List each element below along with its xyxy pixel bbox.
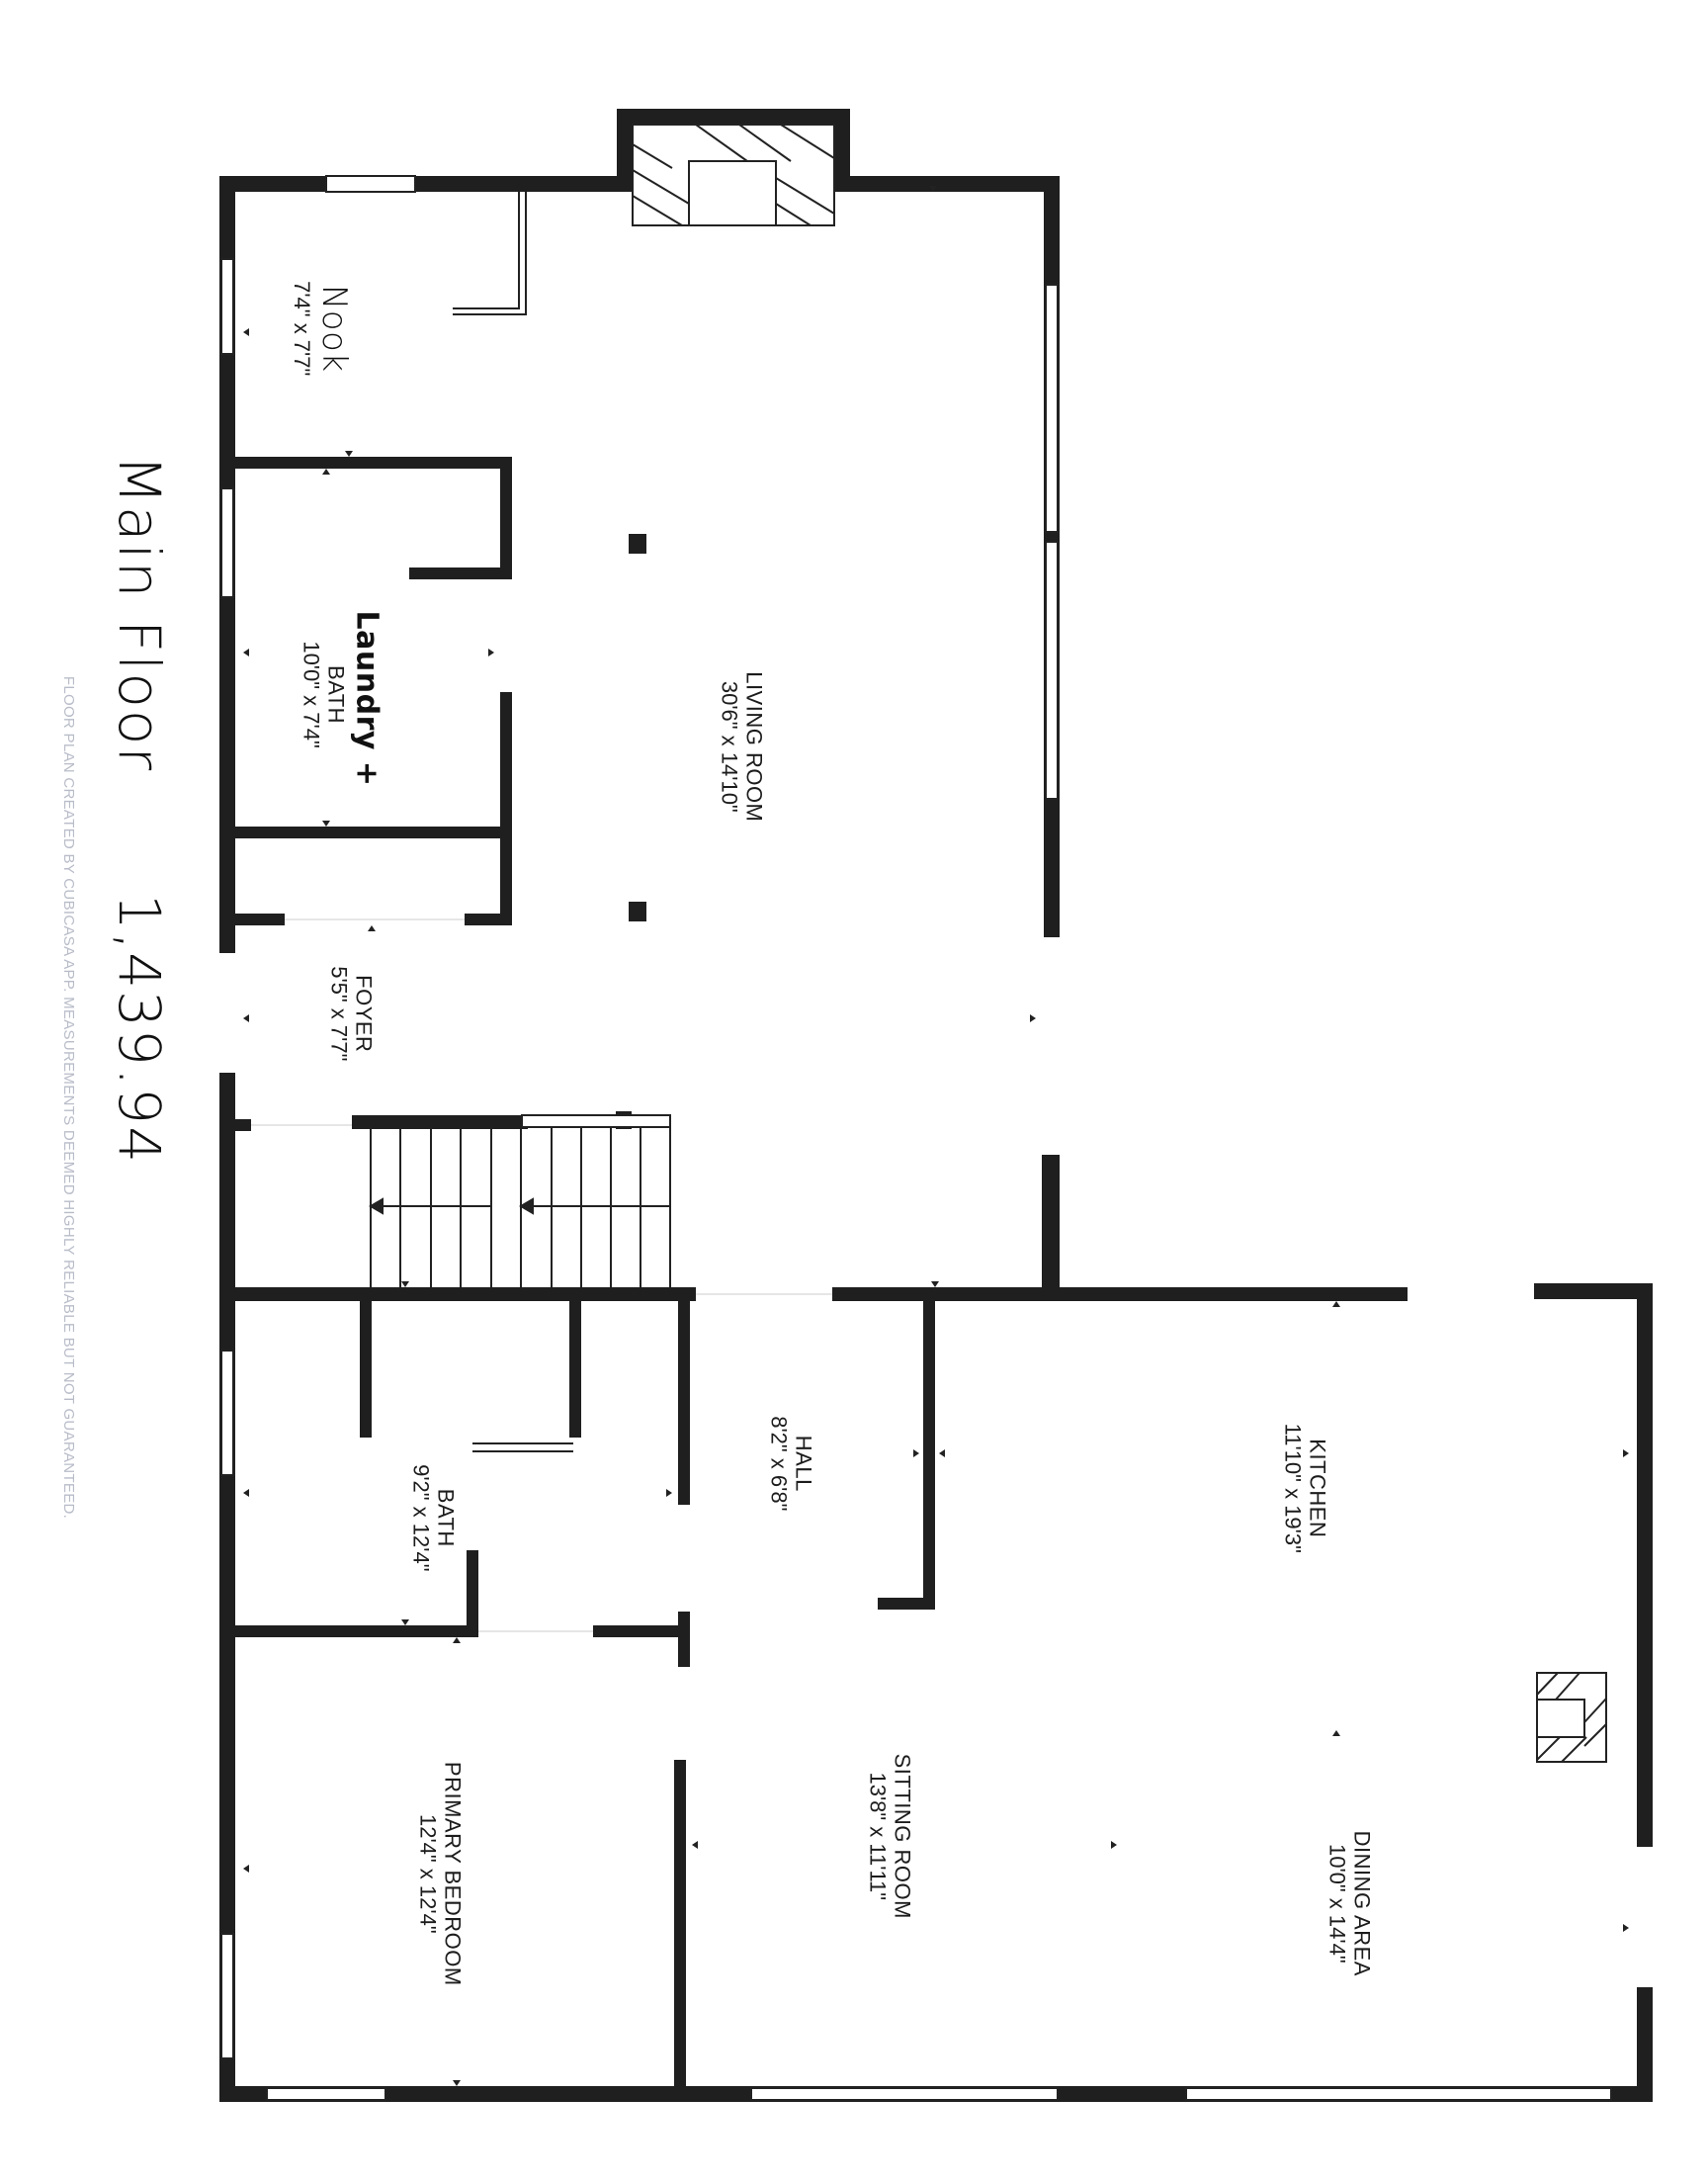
room-label-nook: Nook 7'4" x 7'7" (290, 281, 355, 377)
room-label-kitchen: KITCHEN 11'10" x 19'3" (1280, 1423, 1330, 1553)
door-openings (251, 918, 832, 1632)
windows (220, 175, 1612, 2101)
staircase (369, 1114, 671, 1287)
floor-area: 1,439.94 (106, 893, 173, 1166)
room-label-bath: BATH 9'2" x 12'4" (408, 1464, 459, 1572)
room-label-primary-bedroom: PRIMARY BEDROOM 12'4" x 12'4" (415, 1761, 466, 1986)
counter (453, 192, 573, 1452)
floor-title: Main Floor 1,439.94 (94, 455, 173, 1165)
room-label-hall: HALL 8'2" x 6'8" (766, 1416, 816, 1512)
fireplace-main (632, 124, 835, 226)
room-label-living-room: LIVING ROOM 30'6" x 14'10" (717, 671, 767, 823)
room-label-laundry-bath: Laundry + BATH 10'0" x 7'4" (299, 610, 384, 787)
dimension-markers (243, 186, 1629, 2086)
room-label-dining-area: DINING AREA 10'0" x 14'4" (1324, 1830, 1375, 1976)
room-label-foyer: FOYER 5'5" x 7'7" (326, 966, 377, 1062)
room-label-sitting-room: SITTING ROOM 13'8" x 11'11" (865, 1753, 915, 1919)
disclaimer-note: FLOOR PLAN CREATED BY CUBICASA APP. MEAS… (60, 675, 77, 1520)
fireplace-dining (1536, 1672, 1607, 1763)
floor-label: Main Floor (106, 455, 173, 773)
